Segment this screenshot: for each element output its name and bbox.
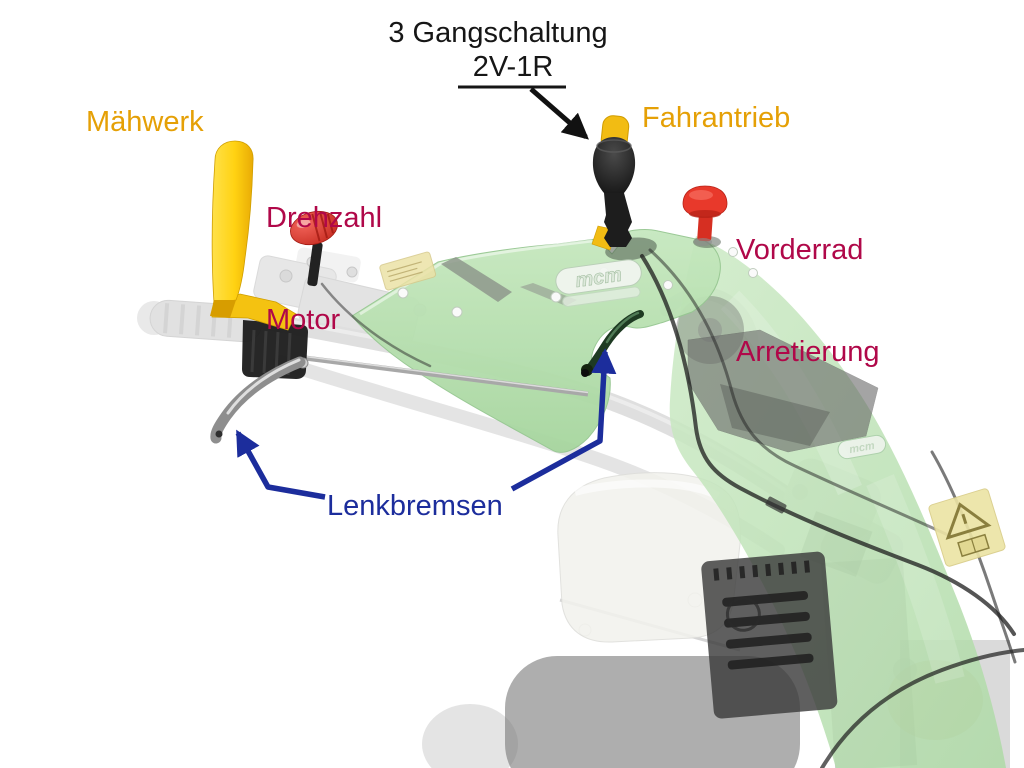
gearshift-lever <box>591 115 636 251</box>
control-cables <box>320 248 1024 768</box>
label-fahrantrieb: Fahrantrieb <box>642 102 791 134</box>
label-drehzahl-line1: Drehzahl <box>266 202 383 234</box>
muffler-guard <box>701 551 838 719</box>
label-vorderrad-line2: Arretierung <box>736 336 880 368</box>
console-sticker <box>379 251 437 291</box>
maehwerk-lever <box>210 140 297 331</box>
label-drehzahl-motor: Drehzahl Motor <box>266 133 382 371</box>
label-drehzahl-line2: Motor <box>266 304 341 336</box>
front-wheel-lock-knob <box>682 185 728 246</box>
brand-badge: mcm <box>555 259 642 307</box>
label-vorderrad-line1: Vorderrad <box>736 234 864 266</box>
label-gearshift-line1: 3 Gangschaltung <box>388 17 608 49</box>
throttle-knob <box>290 210 338 287</box>
label-vorderrad-arretierung: Vorderrad Arretierung <box>736 165 879 403</box>
brand-badge-small-text: mcm <box>848 440 876 456</box>
warning-sticker <box>928 488 1006 567</box>
left-brake-lever <box>210 320 309 444</box>
label-maehwerk: Mähwerk <box>86 106 204 138</box>
label-lenkbremsen: Lenkbremsen <box>327 490 503 522</box>
label-gearshift-line2: 2V-1R <box>472 51 554 83</box>
console-panel: mcm <box>351 229 758 453</box>
gearshift-arrow <box>458 85 589 140</box>
steering-rod <box>304 355 589 397</box>
brand-badge-small: mcm <box>837 434 887 460</box>
lenkbremsen-arrow-right <box>510 348 617 492</box>
lenkbremsen-arrow-left <box>235 429 326 500</box>
